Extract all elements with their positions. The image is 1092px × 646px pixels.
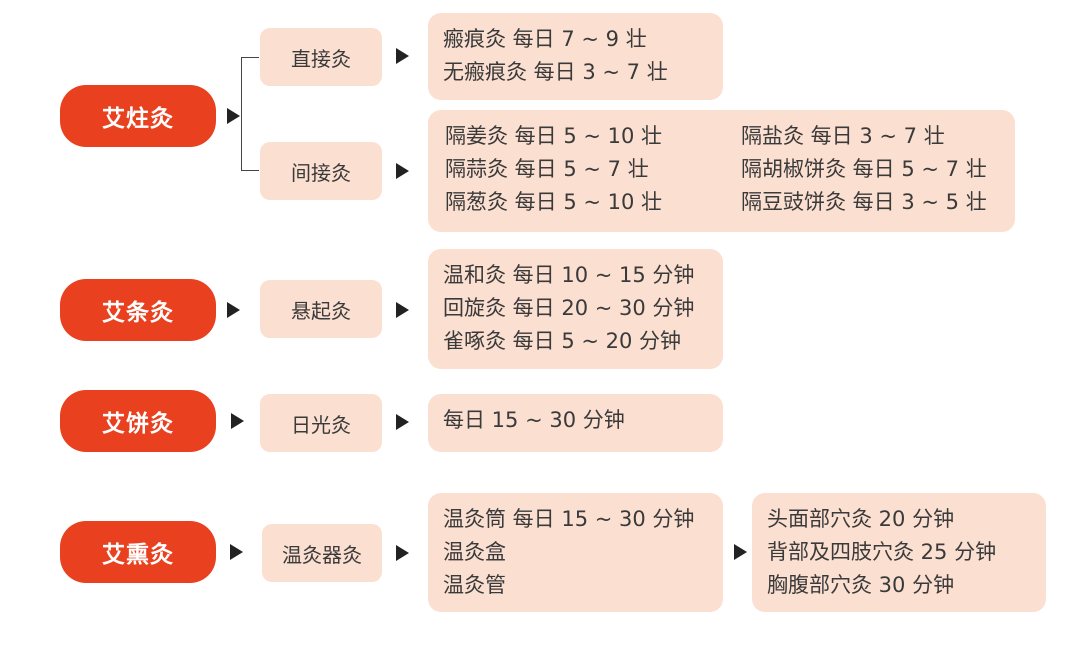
arrow-icon <box>396 163 409 179</box>
detail-box-zhijie: 瘢痕灸 每日 7 ~ 9 壮 无瘢痕灸 每日 3 ~ 7 壮 <box>428 13 723 100</box>
detail-line: 温灸筒 每日 15 ~ 30 分钟 <box>443 507 695 531</box>
node-wenjiuqi-jiu: 温灸器灸 <box>262 524 382 582</box>
detail-line: 隔豆豉饼灸 每日 3 ~ 5 壮 <box>741 190 987 214</box>
detail-line: 头面部穴灸 20 分钟 <box>767 507 955 531</box>
detail-box-xuanqi: 温和灸 每日 10 ~ 15 分钟 回旋灸 每日 20 ~ 30 分钟 雀啄灸 … <box>428 249 723 369</box>
detail-line: 无瘢痕灸 每日 3 ~ 7 壮 <box>443 60 668 84</box>
detail-column-left: 隔姜灸 每日 5 ~ 10 壮 隔蒜灸 每日 5 ~ 7 壮 隔葱灸 每日 5 … <box>445 120 662 219</box>
arrow-icon <box>396 414 409 430</box>
node-aizhu-jiu: 艾炷灸 <box>60 85 216 147</box>
node-aitiao-jiu: 艾条灸 <box>60 279 216 341</box>
detail-line: 背部及四肢穴灸 25 分钟 <box>767 540 997 564</box>
arrow-icon <box>396 302 409 318</box>
detail-line: 胸腹部穴灸 30 分钟 <box>767 573 955 597</box>
node-zhijie-jiu: 直接灸 <box>260 28 382 86</box>
node-aixun-jiu: 艾熏灸 <box>60 521 216 583</box>
arrow-icon <box>396 545 409 561</box>
node-riguang-jiu: 日光灸 <box>260 394 382 452</box>
node-xuanqi-jiu: 悬起灸 <box>260 280 382 338</box>
detail-box-riguang: 每日 15 ~ 30 分钟 <box>428 394 723 452</box>
arrow-icon <box>227 108 240 124</box>
arrow-icon <box>230 544 243 560</box>
detail-box-xuewei: 头面部穴灸 20 分钟 背部及四肢穴灸 25 分钟 胸腹部穴灸 30 分钟 <box>752 493 1046 612</box>
arrow-icon <box>396 48 409 64</box>
detail-line: 温灸盒 <box>443 540 506 564</box>
detail-line: 回旋灸 每日 20 ~ 30 分钟 <box>443 296 695 320</box>
detail-line: 温灸管 <box>443 573 506 597</box>
detail-box-jianjie: 隔姜灸 每日 5 ~ 10 壮 隔蒜灸 每日 5 ~ 7 壮 隔葱灸 每日 5 … <box>428 110 1015 232</box>
node-jianjie-jiu: 间接灸 <box>260 142 382 200</box>
detail-line: 隔盐灸 每日 3 ~ 7 壮 <box>741 124 945 148</box>
detail-line: 隔葱灸 每日 5 ~ 10 壮 <box>445 190 663 214</box>
detail-line: 隔蒜灸 每日 5 ~ 7 壮 <box>445 157 649 181</box>
branch-connector <box>241 57 259 171</box>
detail-line: 温和灸 每日 10 ~ 15 分钟 <box>443 263 695 287</box>
detail-line: 隔胡椒饼灸 每日 5 ~ 7 壮 <box>741 157 987 181</box>
detail-line: 隔姜灸 每日 5 ~ 10 壮 <box>445 124 663 148</box>
arrow-icon <box>231 413 244 429</box>
arrow-icon <box>734 544 747 560</box>
detail-line: 每日 15 ~ 30 分钟 <box>443 408 625 432</box>
arrow-icon <box>227 302 240 318</box>
detail-box-wenjiuqi: 温灸筒 每日 15 ~ 30 分钟 温灸盒 温灸管 <box>428 493 723 612</box>
detail-column-right: 隔盐灸 每日 3 ~ 7 壮 隔胡椒饼灸 每日 5 ~ 7 壮 隔豆豉饼灸 每日… <box>741 120 987 219</box>
node-aibing-jiu: 艾饼灸 <box>60 390 216 452</box>
detail-line: 瘢痕灸 每日 7 ~ 9 壮 <box>443 27 647 51</box>
detail-line: 雀啄灸 每日 5 ~ 20 分钟 <box>443 329 682 353</box>
